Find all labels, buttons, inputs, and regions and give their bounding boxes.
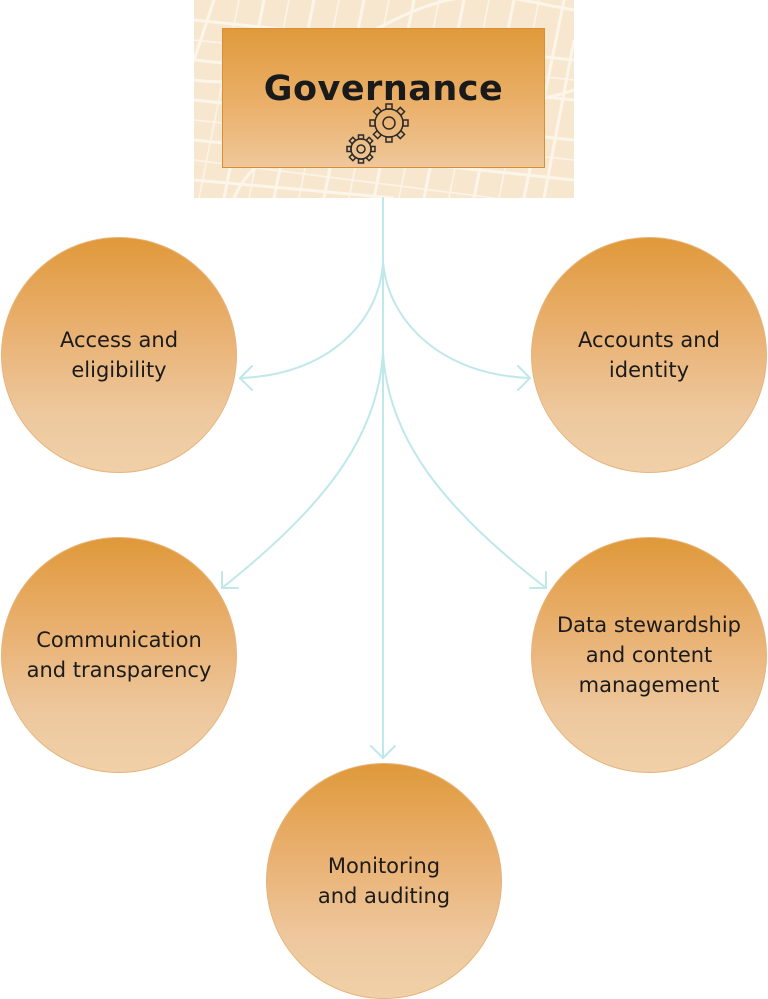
node-label: Access and eligibility (59, 328, 179, 382)
node-label: Monitoring and auditing (317, 854, 451, 908)
arrowhead-communication (221, 571, 239, 589)
node-label: Accounts and identity (578, 328, 720, 382)
node-access-eligibility: Access and eligibility (1, 237, 237, 473)
node-accounts-identity: Accounts and identity (531, 237, 767, 473)
node-communication-transparency: Communication and transparency (1, 537, 237, 773)
arrowhead-monitoring (370, 745, 396, 759)
node-label: Communication and transparency (26, 628, 212, 682)
node-data-stewardship: Data stewardship and content management (531, 537, 767, 773)
governance-box: Governance (222, 28, 545, 168)
page-title: Governance (263, 69, 504, 109)
connector-access (239, 261, 384, 379)
arrowhead-data-stewardship (529, 571, 547, 589)
node-monitoring-auditing: Monitoring and auditing (266, 763, 502, 999)
arrowhead-accounts (517, 365, 531, 391)
arrowhead-access (239, 365, 253, 391)
connector-communication (221, 351, 384, 589)
connector-data-stewardship (382, 351, 547, 589)
gears-icon (346, 103, 409, 164)
node-label: Data stewardship and content management (557, 613, 741, 697)
connector-accounts (382, 261, 531, 379)
